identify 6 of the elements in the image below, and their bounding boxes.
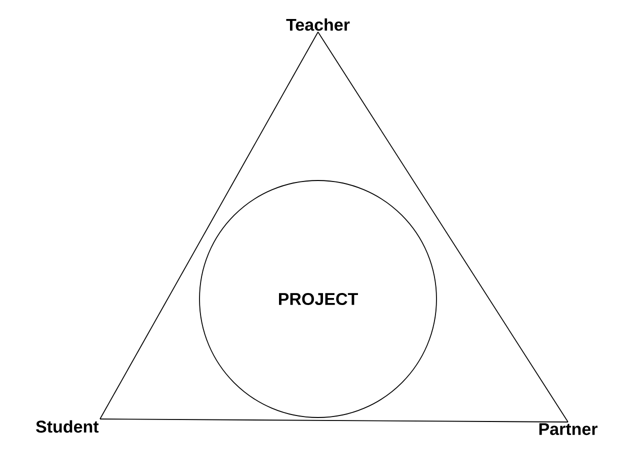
triangle-side <box>100 418 568 422</box>
vertex-label: Student <box>36 420 99 433</box>
vertex-label: Teacher <box>286 18 350 31</box>
vertex-label: Partner <box>539 423 598 436</box>
triangle-side <box>318 32 568 422</box>
triangle-side <box>100 32 318 420</box>
